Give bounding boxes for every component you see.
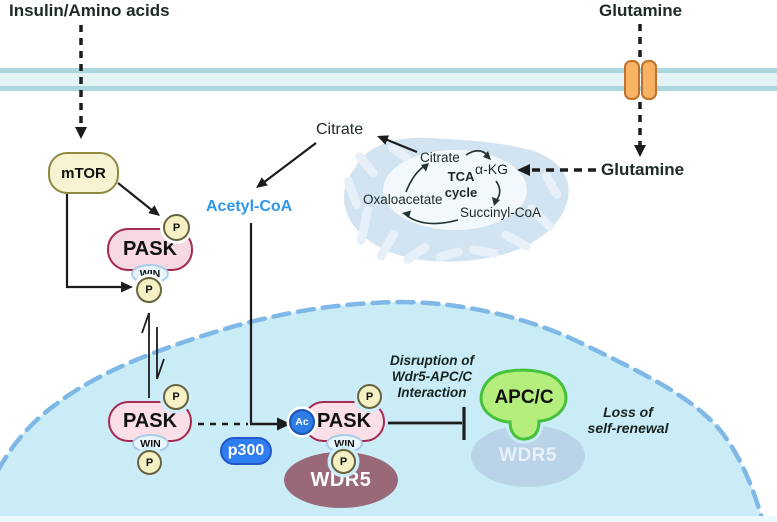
phospho-label: P xyxy=(145,456,154,469)
pask-label: PASK xyxy=(316,410,372,432)
disruption-line3: Interaction xyxy=(397,385,467,400)
tca-citrate-label: Citrate xyxy=(420,150,460,165)
mtor-pask-arrow xyxy=(117,182,160,216)
tca-cycle-arrows xyxy=(402,149,501,225)
win-label: WIN xyxy=(334,437,355,450)
p300-node: p300 xyxy=(220,437,272,465)
glutamine-akg-dashed-arrow xyxy=(517,164,596,176)
insulin-amino-acids-label: Insulin/Amino acids xyxy=(9,1,170,20)
mitochondrion-cristae xyxy=(343,143,562,264)
phospho-site-cytosolic-bottom: P xyxy=(136,277,162,303)
figure-bottom-strip xyxy=(0,516,777,522)
acetyl-coa-label: Acetyl-CoA xyxy=(206,198,293,215)
pask-label: PASK xyxy=(122,238,178,260)
mtor-label: mTOR xyxy=(61,164,106,182)
pask-label: PASK xyxy=(122,410,178,432)
disruption-line2: Wdr5-APC/C xyxy=(391,369,473,384)
mitochondrion xyxy=(343,137,569,264)
glutamine-import-dashed-arrow xyxy=(634,24,646,157)
acetyl-mark: Ac xyxy=(289,409,315,435)
phospho-label: P xyxy=(172,221,181,234)
loss-line2: self-renewal xyxy=(587,419,669,436)
apcc-label: APC/C xyxy=(494,387,554,408)
wdr5-ghost-label: WDR5 xyxy=(499,445,557,466)
phospho-label: P xyxy=(172,391,180,403)
phospho-label: P xyxy=(339,455,348,468)
glutamine-cytosolic-label: Glutamine xyxy=(601,160,685,179)
pask-acetylation-arrow xyxy=(198,417,291,431)
phospho-label: P xyxy=(145,284,153,296)
apcc-inhibition-tbar xyxy=(388,407,466,440)
apcc-node xyxy=(476,368,571,444)
tca-akg-label: α-KG xyxy=(475,161,508,177)
wdr5-label: WDR5 xyxy=(310,468,372,491)
tca-oxaloacetate-label: Oxaloacetate xyxy=(363,192,443,207)
tca-cycle-title-line1: TCA xyxy=(447,169,475,184)
citrate-cytosolic-label: Citrate xyxy=(316,121,364,138)
win-label: WIN xyxy=(140,437,161,450)
phospho-site-nuclear1-bottom: P xyxy=(137,450,162,475)
citrate-acetylcoa-arrow xyxy=(256,142,317,188)
p300-label: p300 xyxy=(227,442,265,459)
glutamine-extracellular-label: Glutamine xyxy=(599,1,683,20)
transporter-lobe-left xyxy=(624,60,640,100)
phospho-site-cytosolic-top: P xyxy=(163,214,190,241)
phospho-site-nuclear2-top: P xyxy=(357,384,382,409)
mtor-node: mTOR xyxy=(48,152,119,194)
loss-line1: Loss of xyxy=(603,404,653,420)
loss-of-self-renewal-annotation: Loss of self-renewal xyxy=(576,404,680,436)
phospho-label: P xyxy=(365,390,374,403)
tca-succinyl-coa-label: Succinyl-CoA xyxy=(460,205,542,220)
phospho-site-nuclear2-bottom: P xyxy=(331,449,356,474)
ac-label: Ac xyxy=(295,416,309,428)
tca-cycle-title-line2: cycle xyxy=(444,185,478,200)
citrate-export-arrow xyxy=(377,135,418,154)
disruption-annotation: Disruption of Wdr5-APC/C Interaction xyxy=(372,353,492,401)
transporter-lobe-right xyxy=(641,60,657,100)
glutamine-transporter-icon xyxy=(624,60,658,100)
cell-membrane xyxy=(0,68,777,91)
insulin-mtor-dashed-arrow xyxy=(75,25,87,139)
phospho-site-nuclear1-top: P xyxy=(163,384,189,410)
mtor-win-arrow xyxy=(65,191,133,293)
disruption-line1: Disruption of xyxy=(390,353,474,368)
equilibrium-arrows xyxy=(141,312,165,398)
